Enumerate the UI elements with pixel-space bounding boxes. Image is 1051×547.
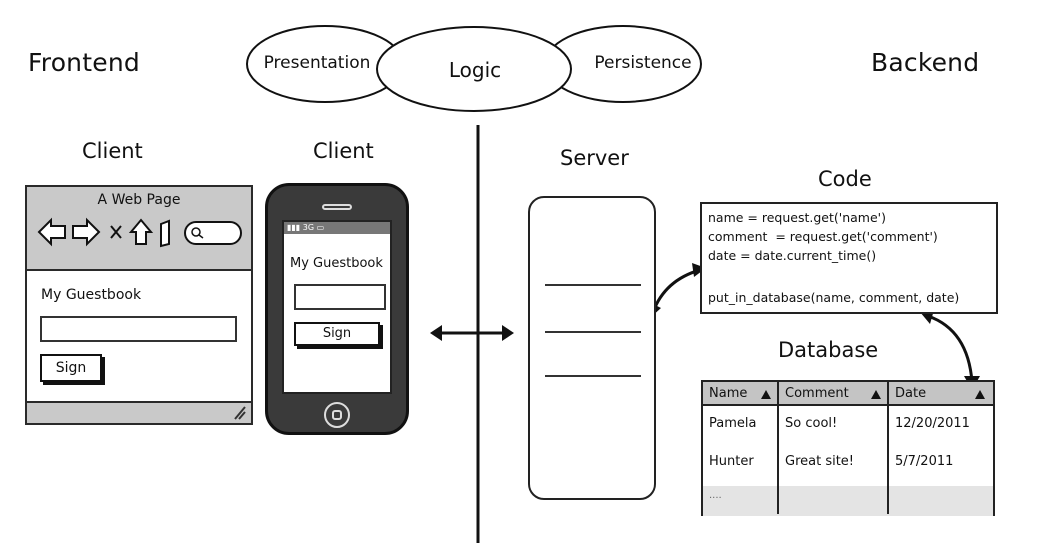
backend-heading: Backend (871, 48, 980, 77)
sort-asc-icon[interactable] (871, 390, 881, 399)
server-box (528, 196, 656, 500)
code-line: put_in_database(name, comment, date) (708, 290, 960, 305)
code-box: name = request.get('name') comment = req… (700, 202, 998, 314)
code-line: date = date.current_time() (708, 248, 877, 263)
database-table: Name Comment Date Pamela So cool! 12/20/… (701, 380, 995, 516)
browser-guestbook-input[interactable] (40, 316, 237, 342)
browser-toolbar (37, 217, 242, 248)
resize-grip-icon (234, 406, 246, 420)
sort-asc-icon[interactable] (975, 390, 985, 399)
table-cell: 12/20/2011 (895, 416, 970, 431)
code-line: name = request.get('name') (708, 210, 886, 225)
phone-guestbook-title: My Guestbook (290, 256, 383, 271)
client-browser-heading: Client (82, 139, 143, 163)
code-line: comment = request.get('comment') (708, 229, 938, 244)
logic-label: Logic (448, 58, 502, 82)
table-row (703, 486, 993, 516)
table-cell: Great site! (785, 454, 855, 469)
browser-mockup: A Web Page My Guestbook (25, 185, 253, 425)
search-icon (184, 221, 242, 245)
server-heading: Server (560, 146, 629, 170)
server-slot (545, 331, 641, 333)
phone-guestbook-input[interactable] (294, 284, 386, 310)
sort-asc-icon[interactable] (761, 390, 771, 399)
phone-statusbar: ▮▮▮ 3G ▭ (284, 222, 390, 234)
database-heading: Database (778, 338, 879, 362)
frontend-heading: Frontend (28, 48, 140, 77)
code-heading: Code (818, 167, 872, 191)
server-code-double-arrow (649, 263, 706, 318)
browser-sign-button[interactable]: Sign (40, 354, 102, 382)
table-header (703, 382, 993, 406)
table-cell: 5/7/2011 (895, 454, 954, 469)
column-header-comment[interactable]: Comment (785, 386, 849, 401)
code-database-double-arrow (920, 310, 980, 390)
logic-ellipse (376, 26, 572, 112)
column-divider (887, 382, 889, 514)
client-server-double-arrow (430, 325, 514, 341)
phone-screen: ▮▮▮ 3G ▭ My Guestbook Sign (282, 220, 392, 394)
home-icon (128, 218, 154, 245)
presentation-label: Presentation (263, 53, 371, 73)
client-phone-heading: Client (313, 139, 374, 163)
server-slot (545, 375, 641, 377)
browser-guestbook-title: My Guestbook (41, 287, 142, 303)
table-cell: Hunter (709, 454, 754, 469)
browser-statusbar (27, 401, 251, 423)
phone-sign-button[interactable]: Sign (294, 322, 380, 346)
table-cell: So cool! (785, 416, 838, 431)
back-arrow-icon (37, 217, 66, 247)
column-divider (777, 382, 779, 514)
column-header-date[interactable]: Date (895, 386, 927, 401)
forward-arrow-icon (72, 217, 101, 247)
browser-title: A Web Page (97, 192, 181, 208)
home-button-icon[interactable] (324, 402, 350, 428)
browser-chrome: A Web Page (27, 187, 251, 271)
layers-ellipses (246, 25, 702, 112)
persistence-label: Persistence (594, 53, 692, 73)
server-slot (545, 284, 641, 286)
column-header-name[interactable]: Name (709, 386, 748, 401)
speaker-icon (322, 204, 352, 210)
bookmark-icon (160, 219, 170, 248)
stop-icon (110, 225, 122, 239)
phone-mockup: ▮▮▮ 3G ▭ My Guestbook Sign (265, 183, 409, 435)
table-cell: .... (709, 490, 722, 501)
table-cell: Pamela (709, 416, 757, 431)
